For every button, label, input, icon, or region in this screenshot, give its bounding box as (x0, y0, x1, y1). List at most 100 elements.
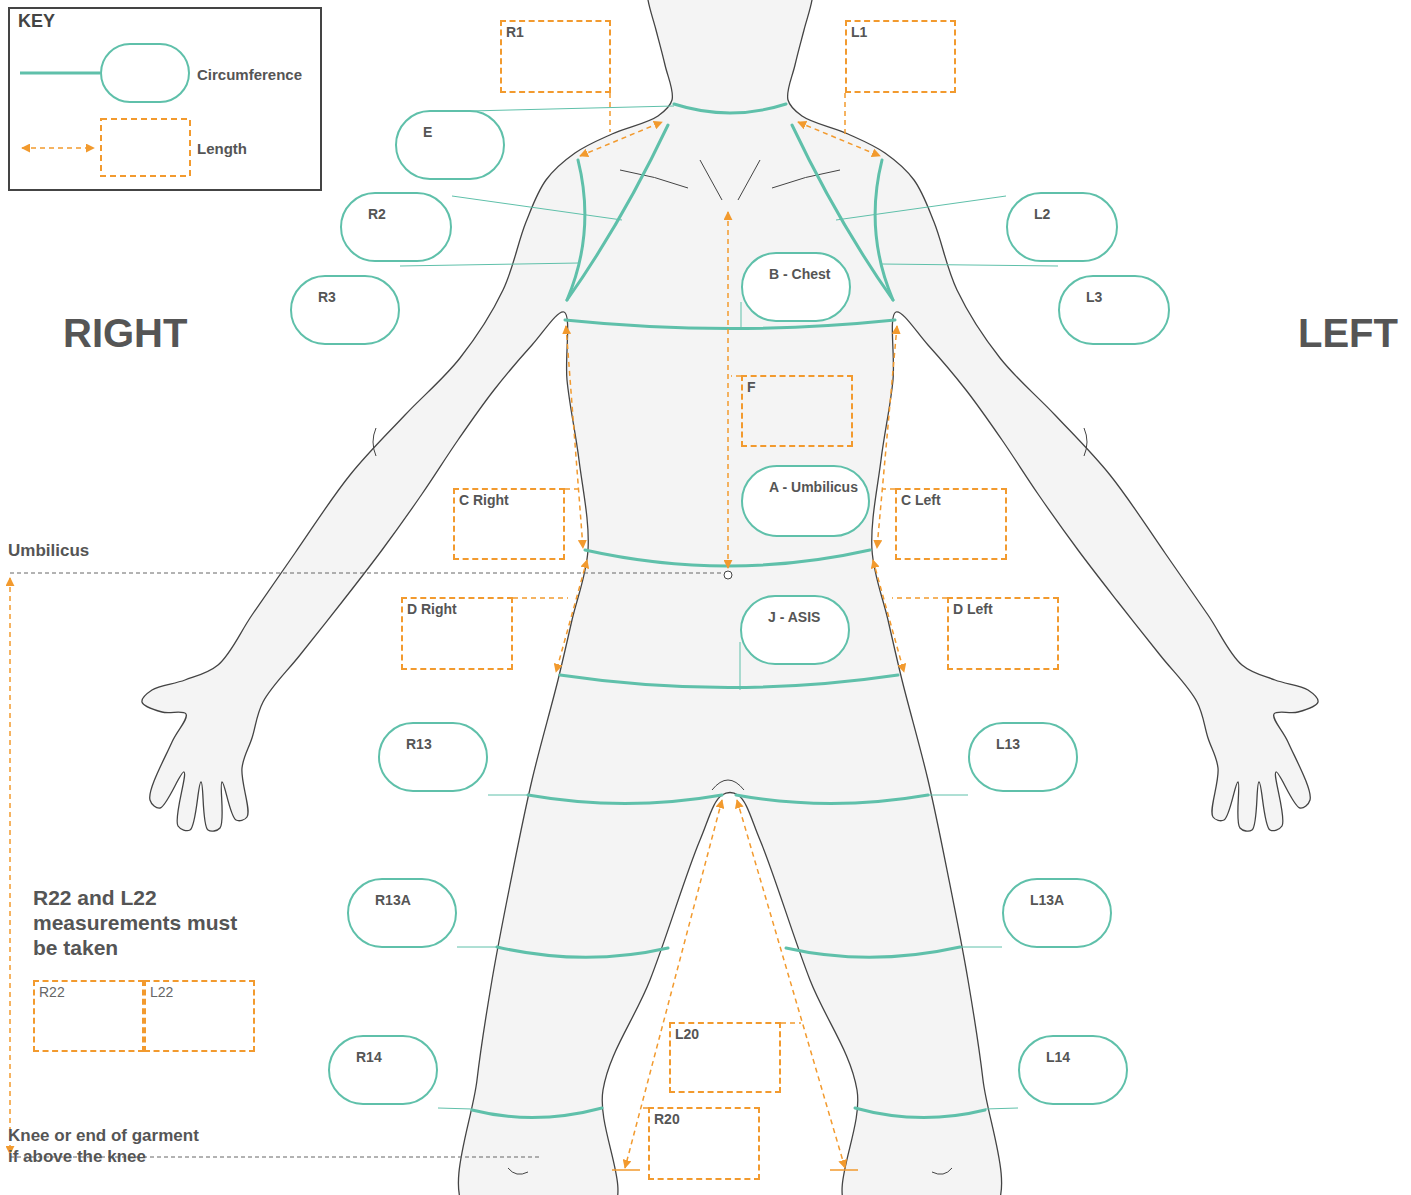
length-leader (731, 375, 741, 377)
body-detail (712, 780, 744, 790)
circumference-line (472, 1108, 602, 1118)
leader-line (960, 947, 1002, 948)
leader-line (488, 795, 528, 796)
leader-line (740, 642, 741, 690)
length-leader (781, 1022, 801, 1024)
field-label: F (747, 379, 756, 395)
leader-line (985, 1108, 1018, 1109)
side-label: RIGHT (63, 310, 187, 356)
circumference-field: J - ASIS (740, 595, 850, 665)
field-label: B - Chest (769, 266, 830, 282)
leader-line (452, 196, 622, 220)
navel (724, 571, 732, 579)
length-field: R22 (33, 980, 144, 1052)
field-label: A - Umbilicus (769, 479, 858, 495)
field-label: R3 (318, 289, 336, 305)
circumference-field: R13 (378, 722, 488, 792)
circumference-field: R2 (340, 192, 452, 262)
circumference-line (497, 947, 668, 957)
key-box: KEY (8, 7, 322, 191)
legend-circumference-sample (101, 44, 189, 102)
circumference-line (565, 320, 895, 329)
legend-length-sample (101, 119, 190, 176)
body-detail (620, 170, 688, 188)
field-label: C Left (901, 492, 941, 508)
inseam-arrow (737, 800, 845, 1168)
circumference-field: R3 (290, 275, 400, 345)
circumference-field: L13A (1002, 878, 1112, 948)
field-label: L3 (1086, 289, 1102, 305)
leader-line (400, 263, 579, 266)
field-label: R13A (375, 892, 411, 908)
length-field: D Right (401, 597, 513, 670)
length-leader (844, 93, 846, 134)
field-label: L13A (1030, 892, 1064, 908)
length-leader (882, 488, 895, 490)
leader-line (741, 302, 742, 328)
body-detail (1084, 428, 1087, 456)
field-label: R20 (654, 1111, 680, 1127)
circumference-field: L2 (1006, 192, 1118, 262)
circumference-field: L14 (1018, 1035, 1128, 1105)
legend-entry: Circumference (197, 66, 302, 83)
end-tick (830, 1169, 858, 1171)
length-arrow (877, 326, 897, 548)
length-leader (892, 597, 947, 599)
circumference-field: L3 (1058, 275, 1170, 345)
length-leader (609, 93, 611, 132)
circumference-field: R14 (328, 1035, 438, 1105)
body-detail (932, 1168, 952, 1174)
legend-entry: Length (197, 140, 247, 157)
legend-length-arrow (22, 147, 94, 149)
end-tick (612, 1169, 640, 1171)
field-label: D Left (953, 601, 993, 617)
field-label: L2 (1034, 206, 1050, 222)
field-label: L1 (851, 24, 867, 40)
length-arrow (556, 560, 587, 672)
length-field: D Left (947, 597, 1059, 670)
field-label: KEY (18, 11, 55, 32)
length-arrow (798, 122, 880, 156)
leader-line (438, 1108, 472, 1109)
circumference-line (875, 160, 893, 300)
field-label: L13 (996, 736, 1020, 752)
length-field: R1 (500, 20, 611, 93)
circumference-field: E (395, 110, 505, 180)
leader-line (928, 795, 968, 796)
length-field: F (741, 375, 853, 447)
circumference-line (786, 947, 960, 957)
body-detail (373, 428, 376, 456)
field-label: R1 (506, 24, 524, 40)
circumference-line (528, 795, 722, 804)
body-detail (772, 170, 840, 188)
length-arrow (9, 578, 11, 1154)
field-label: R22 (39, 984, 65, 1000)
length-arrow (566, 326, 583, 548)
length-field: C Right (453, 488, 565, 560)
circumference-line (855, 1108, 985, 1118)
note-text: Umbilicus (8, 541, 89, 561)
field-label: R14 (356, 1049, 382, 1065)
length-arrow (580, 122, 662, 156)
field-label: L22 (150, 984, 173, 1000)
leader-line (470, 106, 674, 111)
circumference-field: B - Chest (741, 252, 851, 322)
legend-text: Circumference (197, 66, 302, 83)
note-text: Knee or end of garment if above the knee (8, 1125, 208, 1167)
length-arrow (727, 212, 729, 568)
field-label: L20 (675, 1026, 699, 1042)
leader-line (457, 947, 497, 948)
field-label: D Right (407, 601, 457, 617)
note-text: R22 and L22 measurements must be taken (33, 885, 248, 960)
legend-text: Length (197, 140, 247, 157)
body-outline (142, 0, 1318, 1195)
length-field: L20 (669, 1022, 781, 1093)
field-label: C Right (459, 492, 509, 508)
length-field: R20 (648, 1107, 760, 1180)
circumference-field: L13 (968, 722, 1078, 792)
length-field: C Left (895, 488, 1007, 560)
side-label: LEFT (1298, 310, 1398, 356)
